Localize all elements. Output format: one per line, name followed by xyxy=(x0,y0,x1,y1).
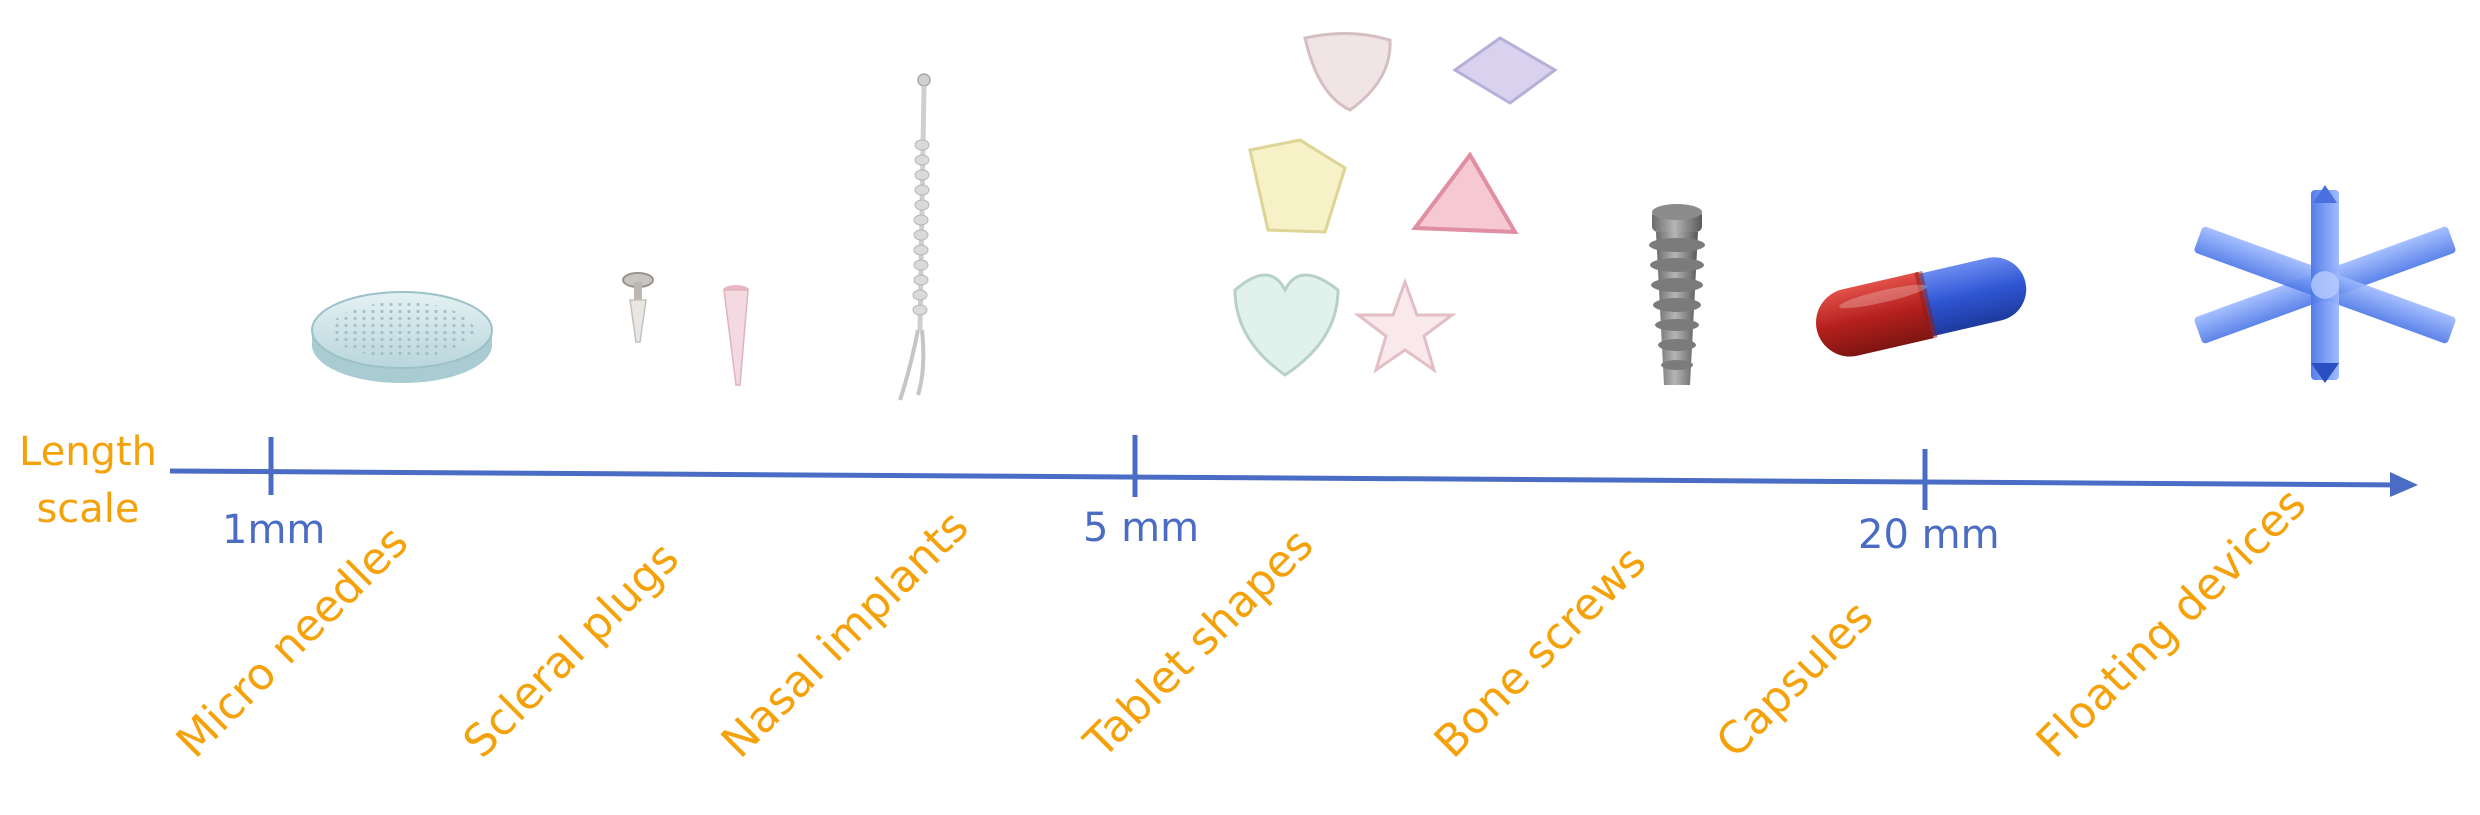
axis-line xyxy=(169,468,2406,488)
scleral-plug-icon xyxy=(622,272,749,386)
axis-title-line2: scale xyxy=(36,486,139,532)
category-label-tablet-shapes: Tablet shapes xyxy=(1074,519,1323,768)
category-label-bone-screws: Bone screws xyxy=(1425,536,1656,767)
tick-label-5mm: 5 mm xyxy=(1083,505,1199,551)
capsule-icon xyxy=(1816,257,2027,357)
tick-label-20mm: 20 mm xyxy=(1858,512,2000,558)
category-label-floating-devices: Floating devices xyxy=(2027,478,2316,767)
length-axis xyxy=(169,435,2418,510)
category-label-capsules: Capsules xyxy=(1707,591,1884,768)
tick-label-1mm: 1mm xyxy=(222,507,325,553)
category-label-nasal-implants: Nasal implants xyxy=(712,501,979,768)
axis-arrowhead xyxy=(2390,472,2418,497)
tablet-shapes-icon xyxy=(1233,32,1558,377)
category-label-micro-needles: Micro needles xyxy=(167,516,418,767)
bone-screw-icon xyxy=(1649,204,1705,385)
nasal-implant-icon xyxy=(898,73,931,401)
floating-device-icon xyxy=(2194,185,2456,383)
axis-title-line1: Length xyxy=(19,429,157,475)
category-label-scleral-plugs: Scleral plugs xyxy=(454,533,689,768)
microneedle-patch-icon xyxy=(311,291,493,383)
